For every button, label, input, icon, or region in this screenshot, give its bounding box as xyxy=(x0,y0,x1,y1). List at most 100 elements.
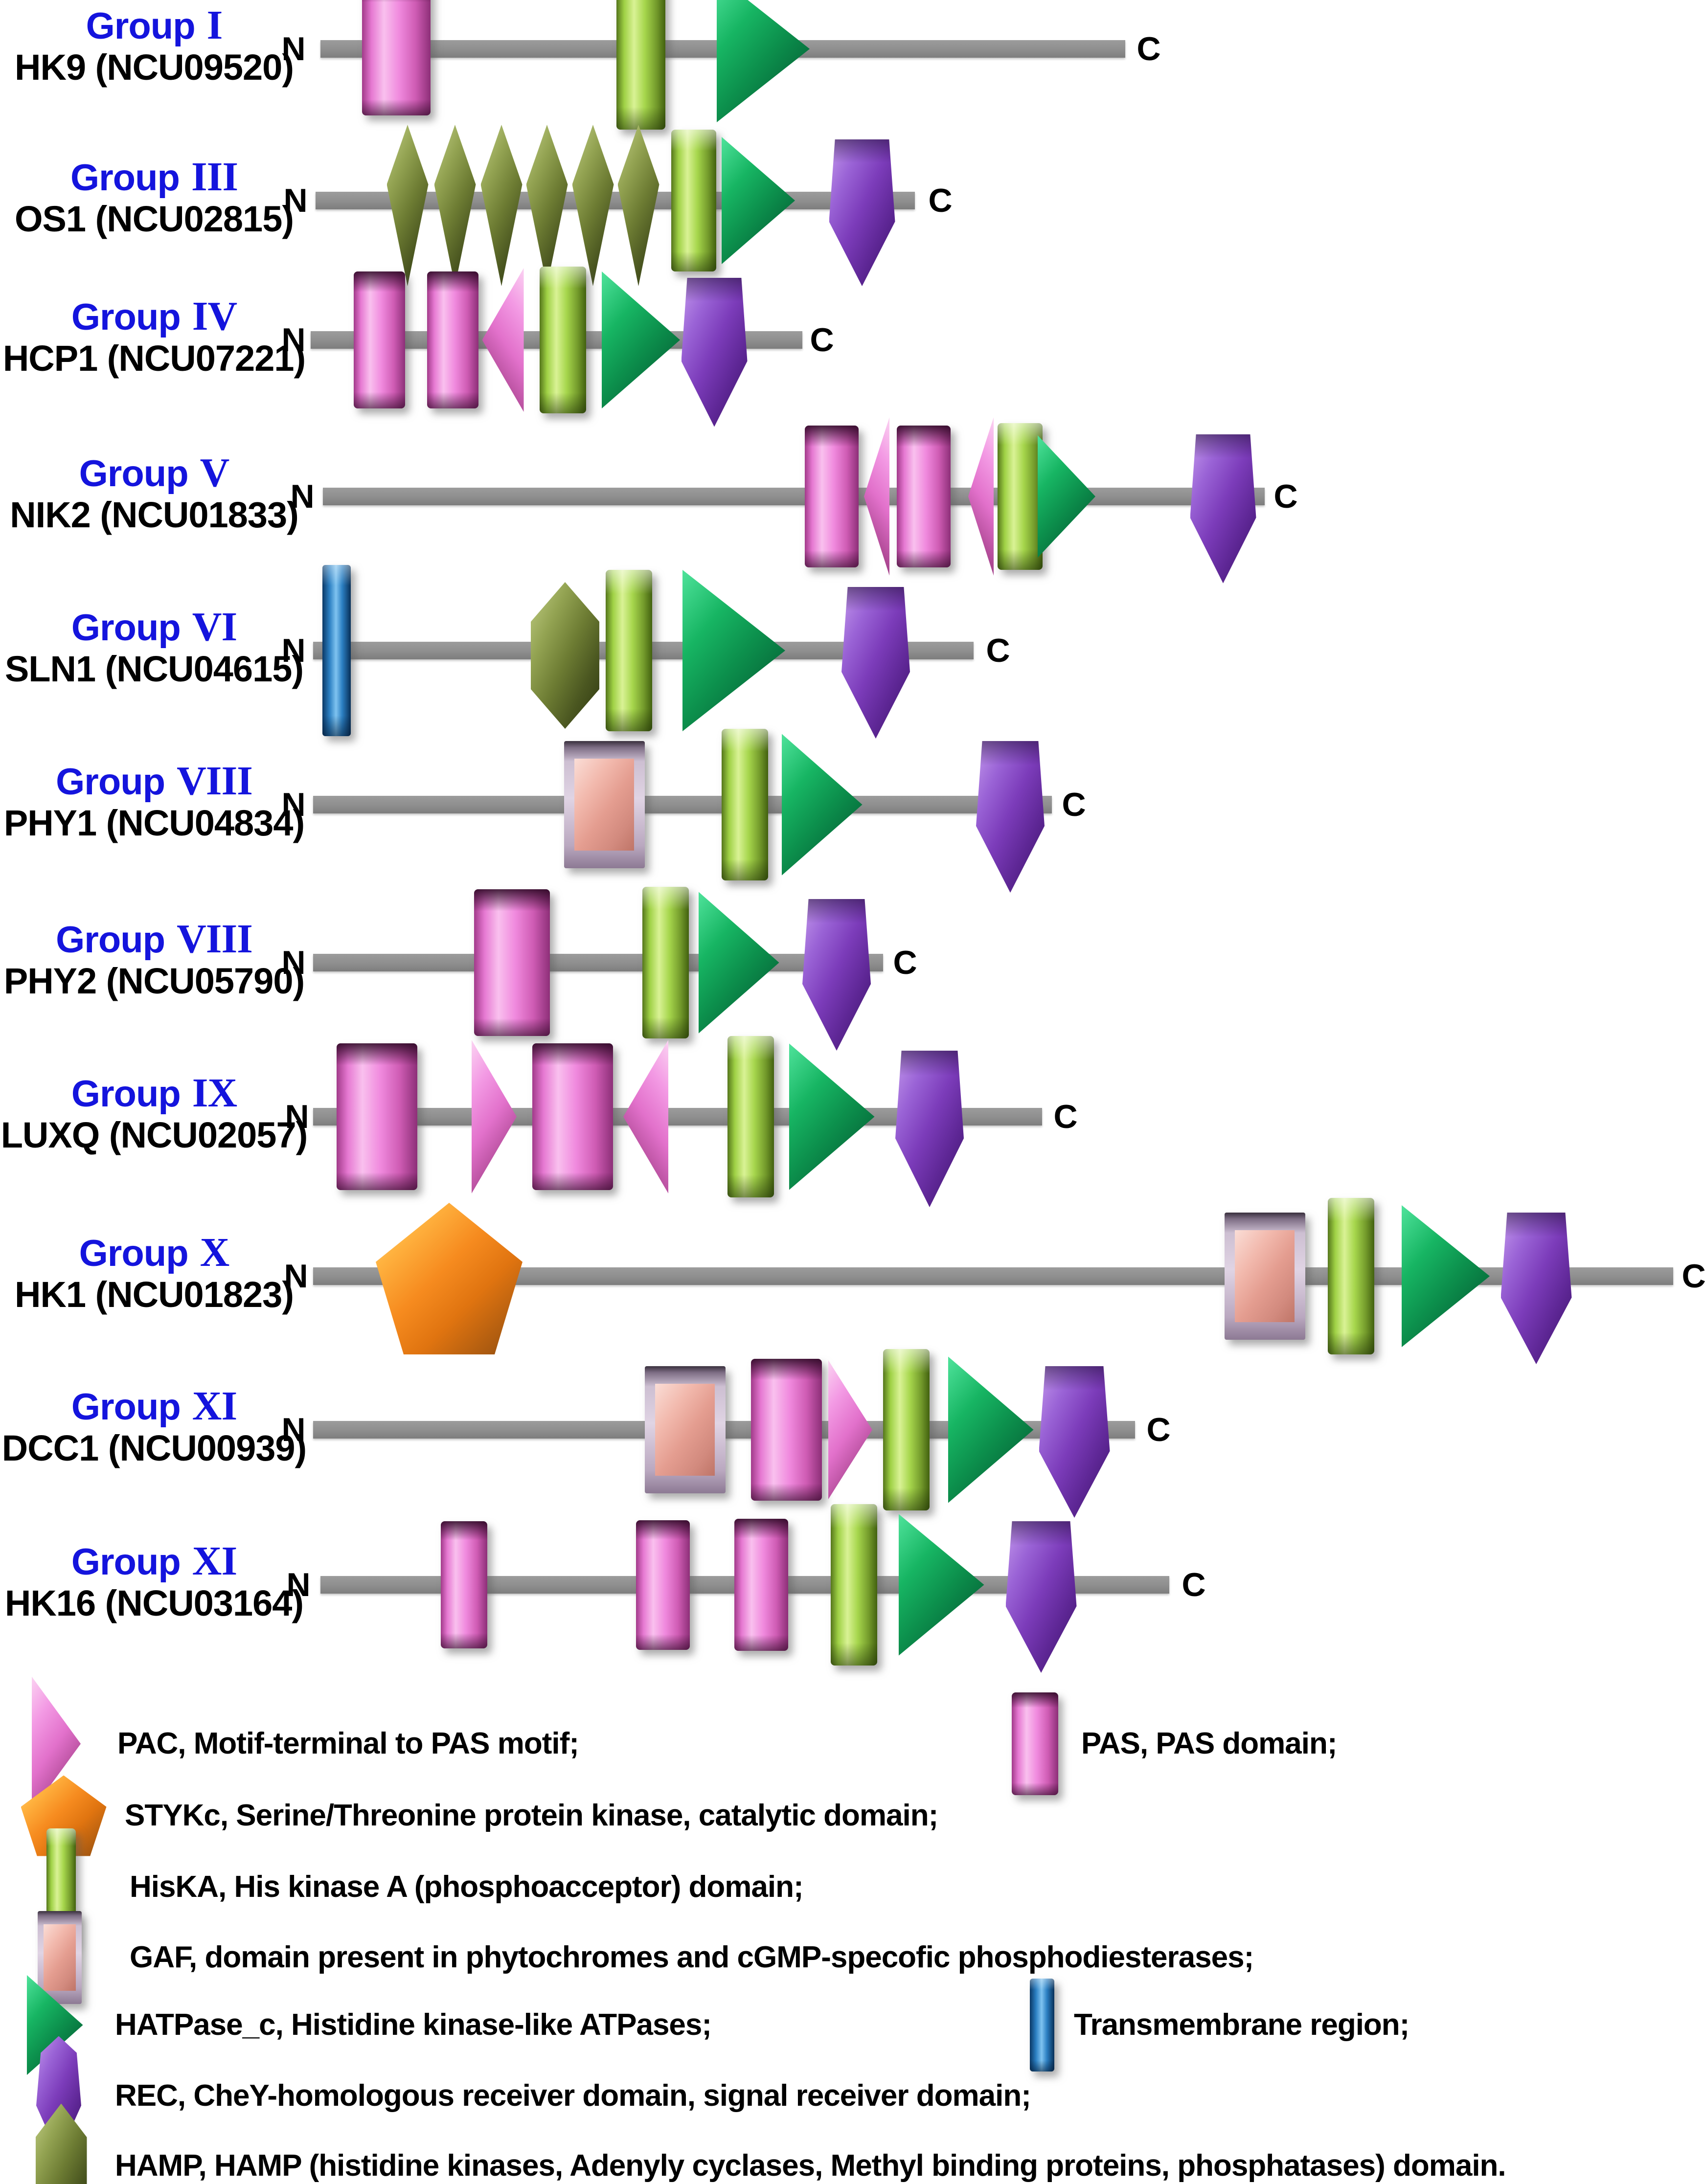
group-numeral: III xyxy=(191,154,238,200)
group-word: Group xyxy=(86,5,196,47)
n-terminus-label: N xyxy=(286,1566,311,1603)
n-terminus-label: N xyxy=(281,30,306,68)
protein-label: HK16 (NCU03164) xyxy=(4,1583,304,1623)
hiska-domain-shape xyxy=(642,887,689,1038)
protein-label: HK9 (NCU09520) xyxy=(15,47,294,88)
pas-domain-shape xyxy=(532,1043,613,1190)
hiska-domain-shape xyxy=(998,423,1043,570)
protein-backbone-line xyxy=(313,954,883,971)
group-numeral: IV xyxy=(192,293,237,339)
hiska-domain-shape xyxy=(1327,1198,1374,1354)
group-label: Group IV xyxy=(0,295,308,338)
transmembrane-region-icon xyxy=(1030,1979,1054,2071)
legend-label: HAMP, HAMP (histidine kinases, Adenyly c… xyxy=(115,2149,1506,2183)
pas-domain-shape xyxy=(734,1519,788,1651)
hiska-domain-shape xyxy=(616,0,665,130)
legend-label: STYKc, Serine/Threonine protein kinase, … xyxy=(125,1799,938,1832)
gaf-domain-shape xyxy=(1224,1213,1305,1340)
pas-domain-shape xyxy=(336,1043,417,1190)
c-terminus-label: C xyxy=(1062,786,1086,823)
group-word: Group xyxy=(71,1386,181,1428)
n-terminus-label: N xyxy=(281,944,306,981)
protein-label: LUXQ (NCU02057) xyxy=(0,1115,308,1155)
c-terminus-label: C xyxy=(1146,1411,1171,1448)
c-terminus-label: C xyxy=(1137,30,1161,68)
pas-domain-shape xyxy=(440,1521,487,1648)
n-terminus-label: N xyxy=(285,1098,309,1135)
group-numeral: XI xyxy=(192,1383,237,1429)
pas-domain-shape xyxy=(750,1359,822,1501)
hiska-domain-shape xyxy=(721,729,768,880)
group-label: Group VIII xyxy=(0,758,308,804)
pas-domain-shape xyxy=(805,426,859,567)
c-terminus-label: C xyxy=(986,632,1010,669)
pas-domain-shape xyxy=(427,271,478,408)
pas-domain-shape xyxy=(362,0,431,115)
legend-label: REC, CheY-homologous receiver domain, si… xyxy=(115,2079,1031,2113)
n-terminus-label: N xyxy=(281,321,306,359)
group-numeral: VIII xyxy=(177,758,253,804)
legend-label: PAS, PAS domain; xyxy=(1081,1727,1338,1760)
group-word: Group xyxy=(79,453,189,495)
protein-label: SLN1 (NCU04615) xyxy=(4,649,304,689)
c-terminus-label: C xyxy=(1053,1098,1078,1135)
pas-domain-shape xyxy=(353,271,405,408)
hiska-domain-shape xyxy=(727,1036,774,1197)
protein-backbone-line xyxy=(313,796,1052,813)
group-word: Group xyxy=(71,607,181,649)
protein-label: OS1 (NCU02815) xyxy=(14,199,294,239)
legend-label: PAC, Motif-terminal to PAS motif; xyxy=(117,1727,579,1760)
c-terminus-label: C xyxy=(893,944,917,981)
group-word: Group xyxy=(56,761,165,803)
protein-backbone-line xyxy=(323,488,1265,505)
group-label: Group XI xyxy=(0,1383,308,1429)
protein-label: HCP1 (NCU07221) xyxy=(2,338,306,379)
legend-label: GAF, domain present in phytochromes and … xyxy=(130,1940,1254,1974)
group-numeral: VIII xyxy=(177,916,253,962)
gaf-domain-shape xyxy=(644,1366,726,1493)
hiska-domain-shape xyxy=(671,130,716,271)
c-terminus-label: C xyxy=(928,182,953,219)
pas-domain-icon xyxy=(1011,1692,1058,1795)
group-word: Group xyxy=(71,296,181,338)
c-terminus-label: C xyxy=(810,321,834,359)
pas-domain-shape xyxy=(474,889,550,1036)
group-word: Group xyxy=(71,1541,181,1583)
gaf-domain-shape xyxy=(564,741,645,868)
hiska-domain-shape xyxy=(883,1349,930,1510)
protein-label: PHY1 (NCU04834) xyxy=(3,803,305,843)
protein-label: PHY2 (NCU05790) xyxy=(3,961,305,1001)
n-terminus-label: N xyxy=(284,1258,308,1295)
hiska-domain-shape xyxy=(830,1504,877,1666)
hiska-domain-shape xyxy=(605,570,652,731)
group-numeral: X xyxy=(200,1230,230,1275)
protein-label: NIK2 (NCU01833) xyxy=(10,495,299,535)
legend-label: HATPase_c, Histidine kinase-like ATPases… xyxy=(115,2008,712,2042)
n-terminus-label: N xyxy=(281,632,306,669)
gaf-domain-icon xyxy=(38,1911,82,2004)
group-word: Group xyxy=(71,1073,181,1115)
n-terminus-label: N xyxy=(290,478,315,515)
c-terminus-label: C xyxy=(1182,1566,1206,1603)
c-terminus-label: C xyxy=(1682,1258,1705,1295)
n-terminus-label: N xyxy=(283,182,308,219)
